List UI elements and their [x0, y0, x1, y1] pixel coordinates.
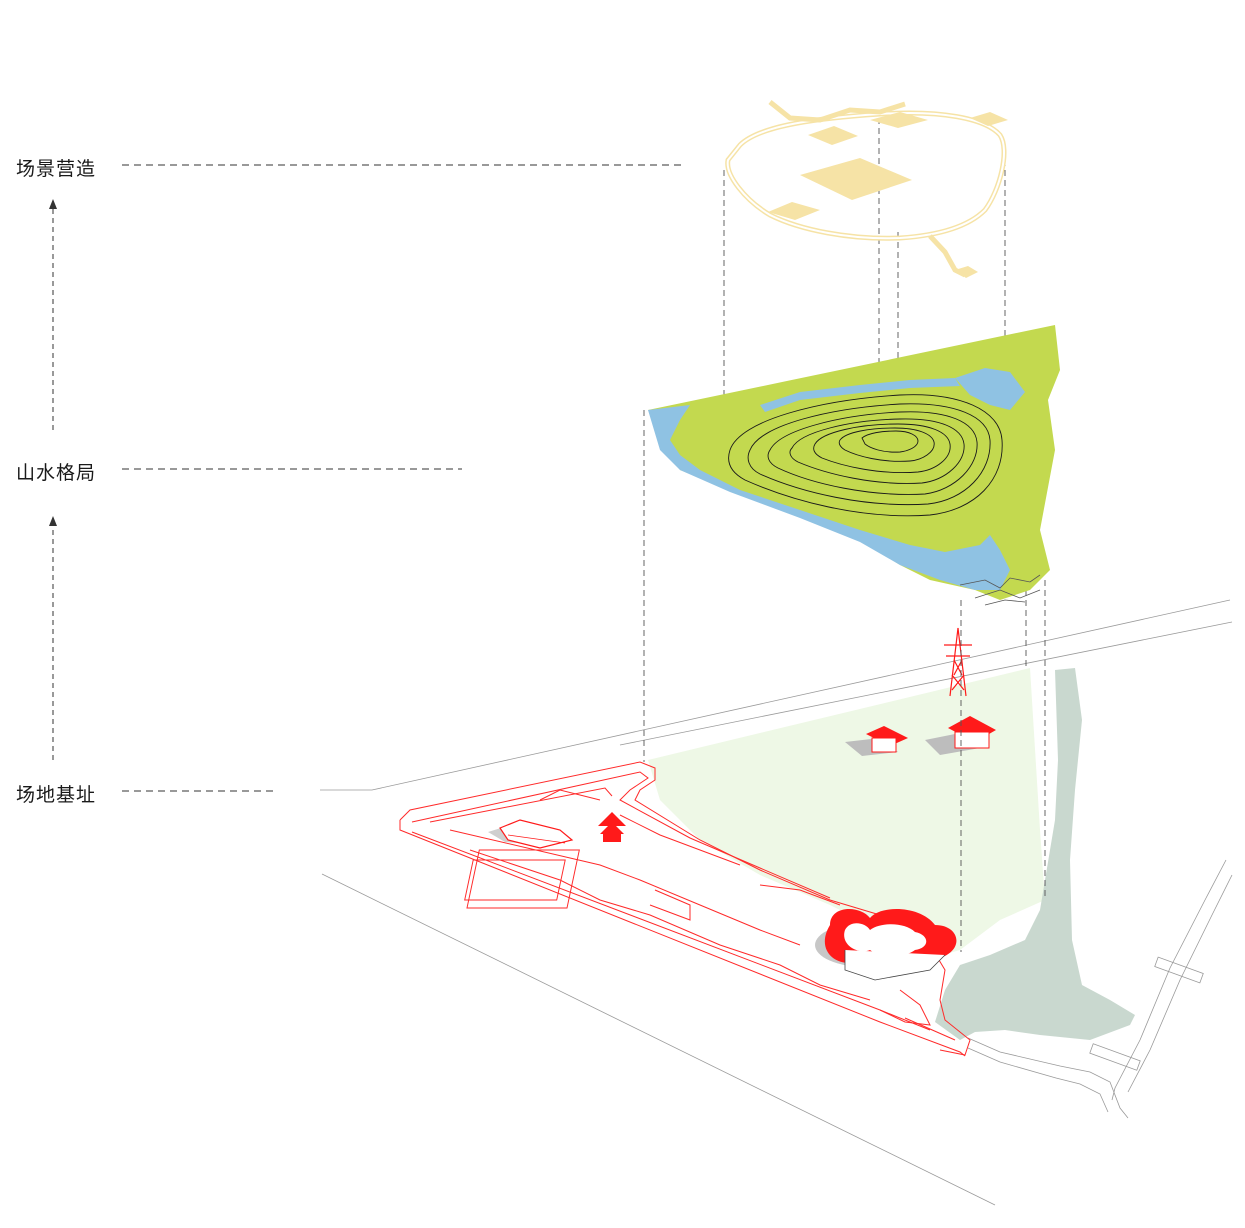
round-pavilion-building — [815, 908, 957, 981]
arrow-head-up-icon — [49, 516, 57, 526]
southwest-plaza — [768, 202, 820, 220]
river — [935, 668, 1135, 1040]
label-landscape: 山水格局 — [16, 462, 97, 484]
layer-leaders — [122, 164, 685, 792]
site-outline — [399, 761, 971, 1057]
pavilion-left-icon — [845, 726, 908, 756]
hall-building — [499, 819, 574, 849]
terrain-base — [648, 325, 1060, 600]
contour-lines — [728, 394, 1003, 517]
branch-path — [768, 100, 906, 123]
pavilion-right-icon — [925, 716, 996, 755]
landscape-layer — [648, 325, 1060, 606]
upper-channel — [760, 378, 960, 412]
label-site: 场地基址 — [16, 784, 97, 806]
site-buildings — [488, 627, 996, 981]
north-plaza — [870, 112, 928, 128]
west-plaza — [808, 126, 858, 145]
shoreline-structures — [959, 574, 1041, 606]
transmission-tower-icon — [944, 627, 972, 697]
south-node — [955, 266, 978, 278]
loop-path-inner — [726, 111, 1006, 240]
scene-layer — [725, 100, 1008, 278]
flow-arrows — [49, 199, 57, 760]
scene-plazas — [768, 112, 1008, 278]
site-layer — [320, 599, 1233, 1206]
pond — [955, 368, 1025, 410]
arrow-head-up-icon — [49, 199, 57, 209]
pagoda-building-icon — [598, 812, 626, 842]
central-plaza — [800, 158, 912, 200]
label-scene: 场景营造 — [16, 158, 97, 180]
northeast-plaza — [970, 112, 1008, 126]
water-body — [648, 405, 1010, 590]
road-lines — [320, 599, 1233, 1206]
